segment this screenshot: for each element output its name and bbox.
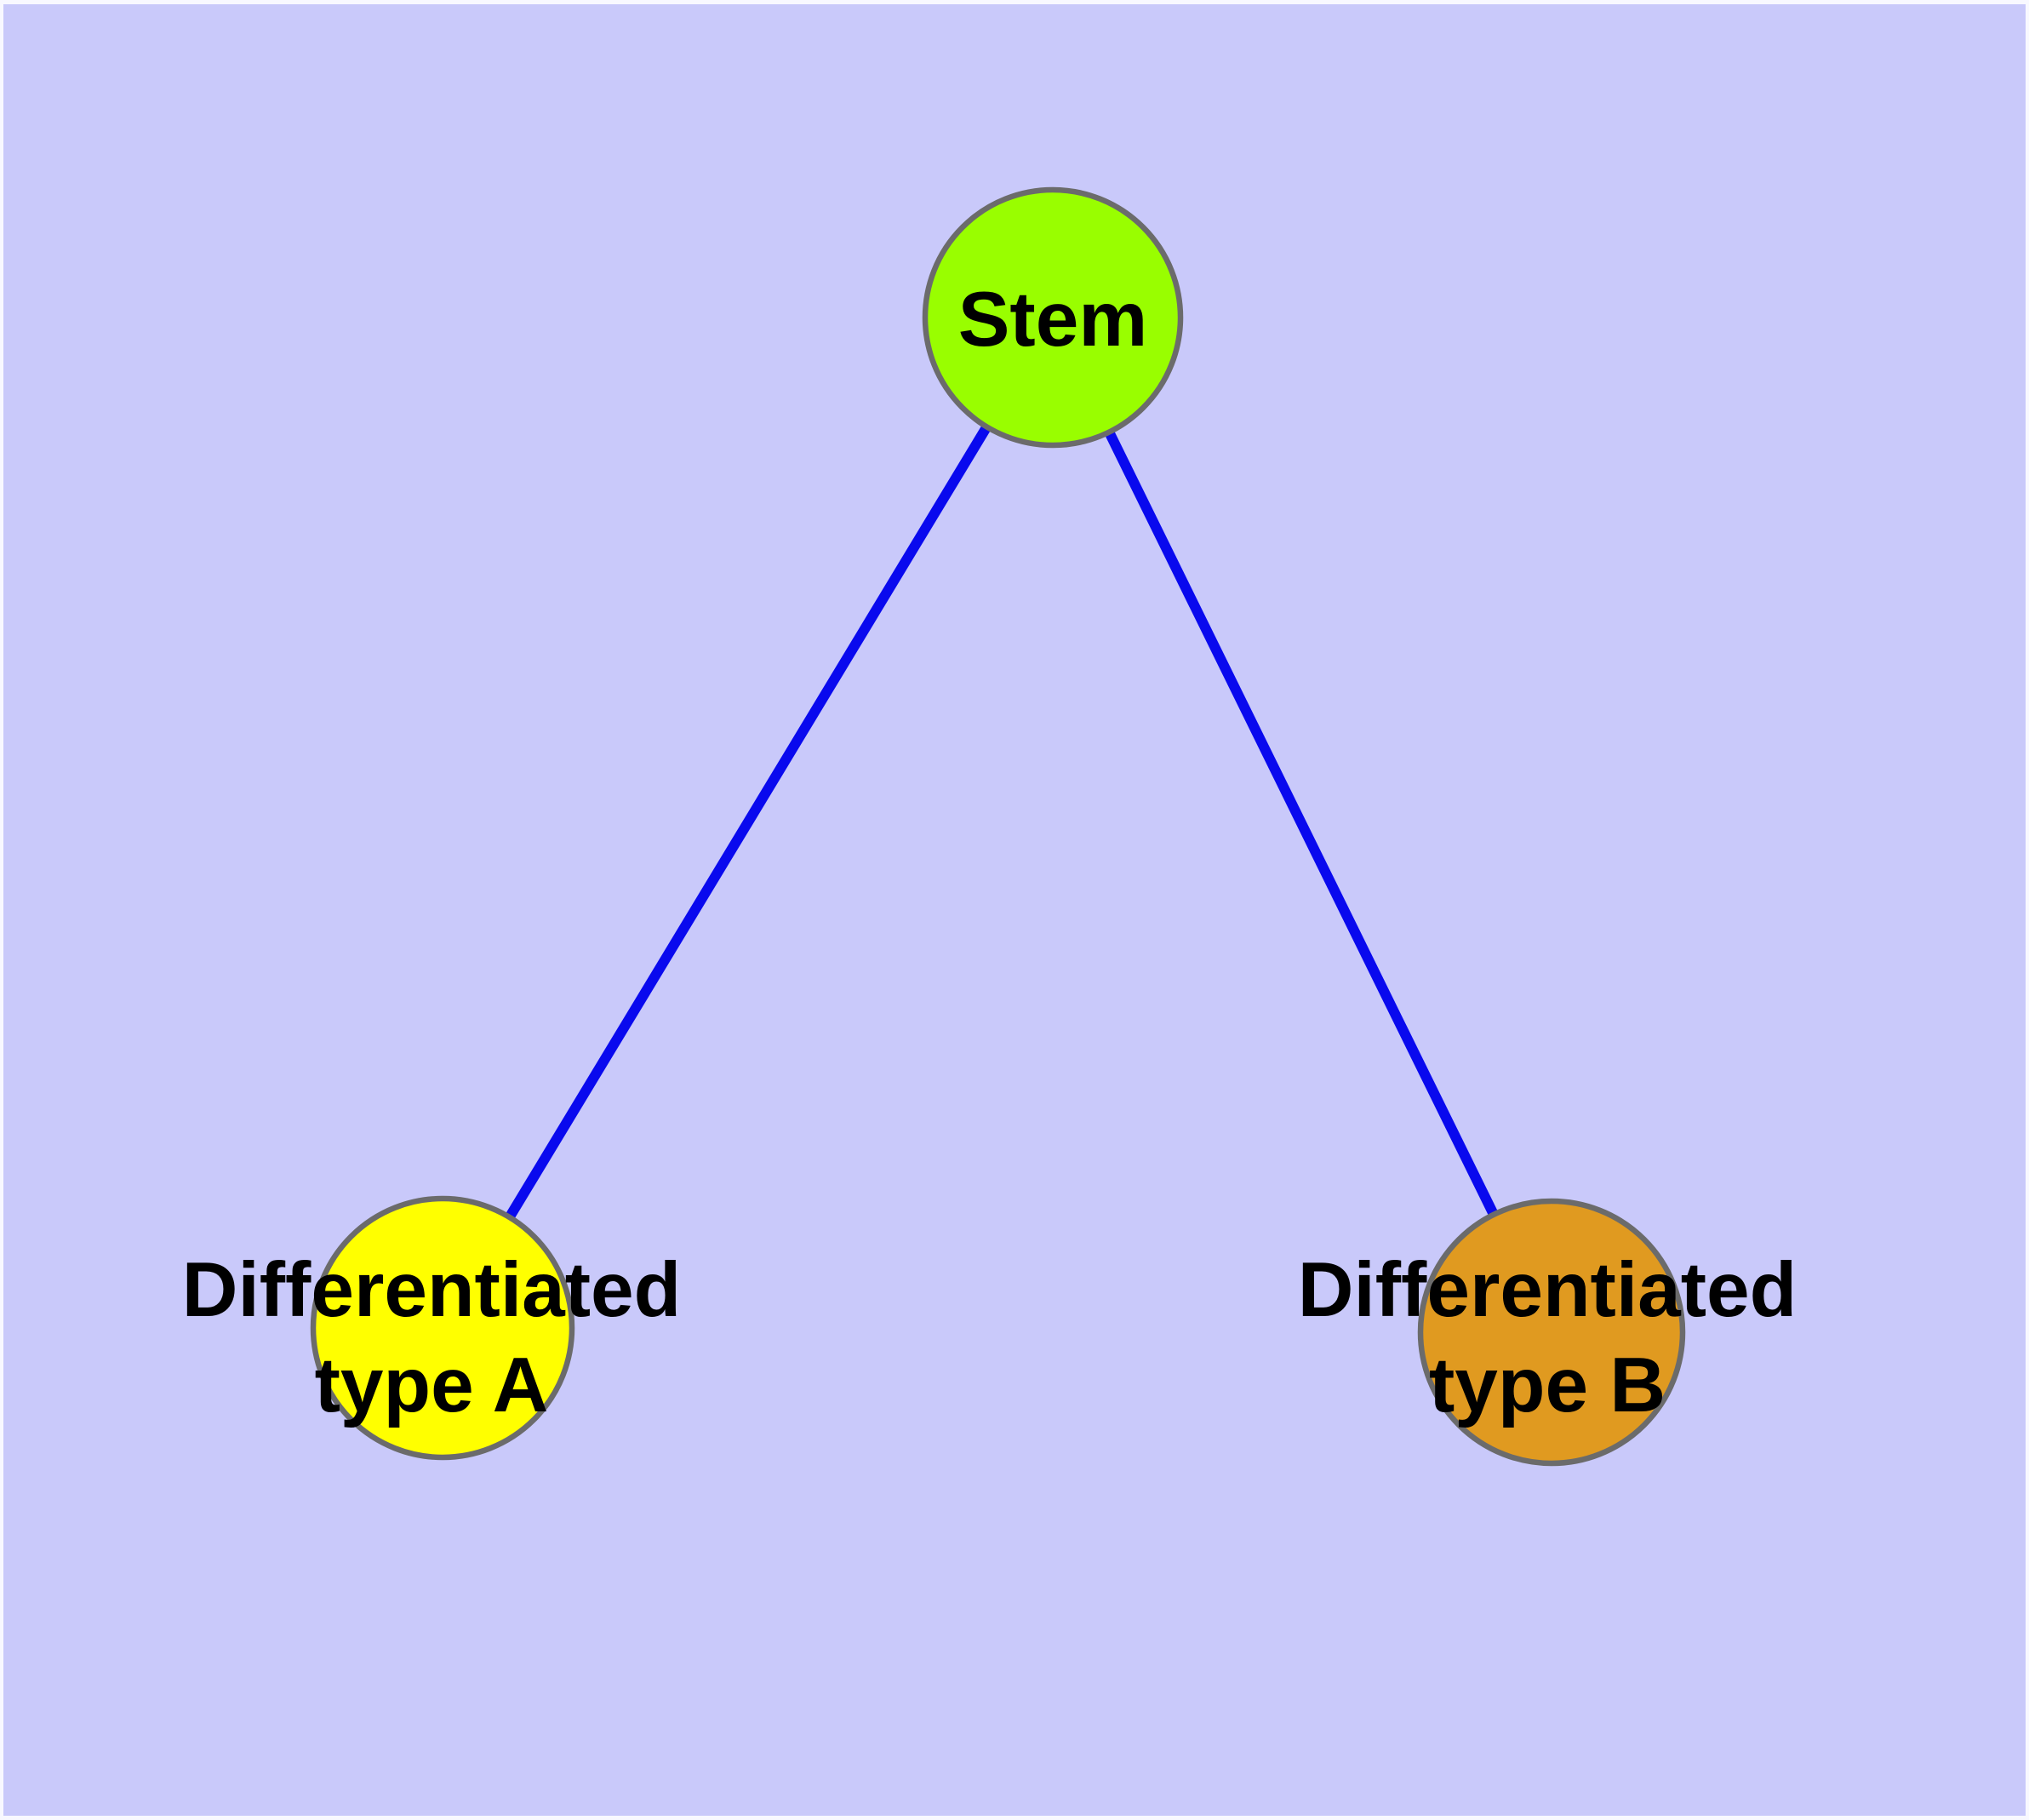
node-stem[interactable] — [922, 186, 1184, 449]
node-type-b-label-line2: type B — [1429, 1342, 1666, 1428]
node-type-a-label-line1: Differentiated — [182, 1247, 682, 1333]
node-differentiated-type-b[interactable] — [1417, 1198, 1686, 1467]
edge-stem-to-type-a — [437, 314, 1058, 1331]
node-type-b-label-line1: Differentiated — [1298, 1247, 1798, 1333]
node-type-a-label-line2: type A — [315, 1342, 549, 1428]
node-differentiated-type-a[interactable] — [310, 1195, 575, 1461]
edge-stem-to-type-b — [1048, 315, 1557, 1335]
node-stem-label: Stem — [958, 277, 1148, 363]
